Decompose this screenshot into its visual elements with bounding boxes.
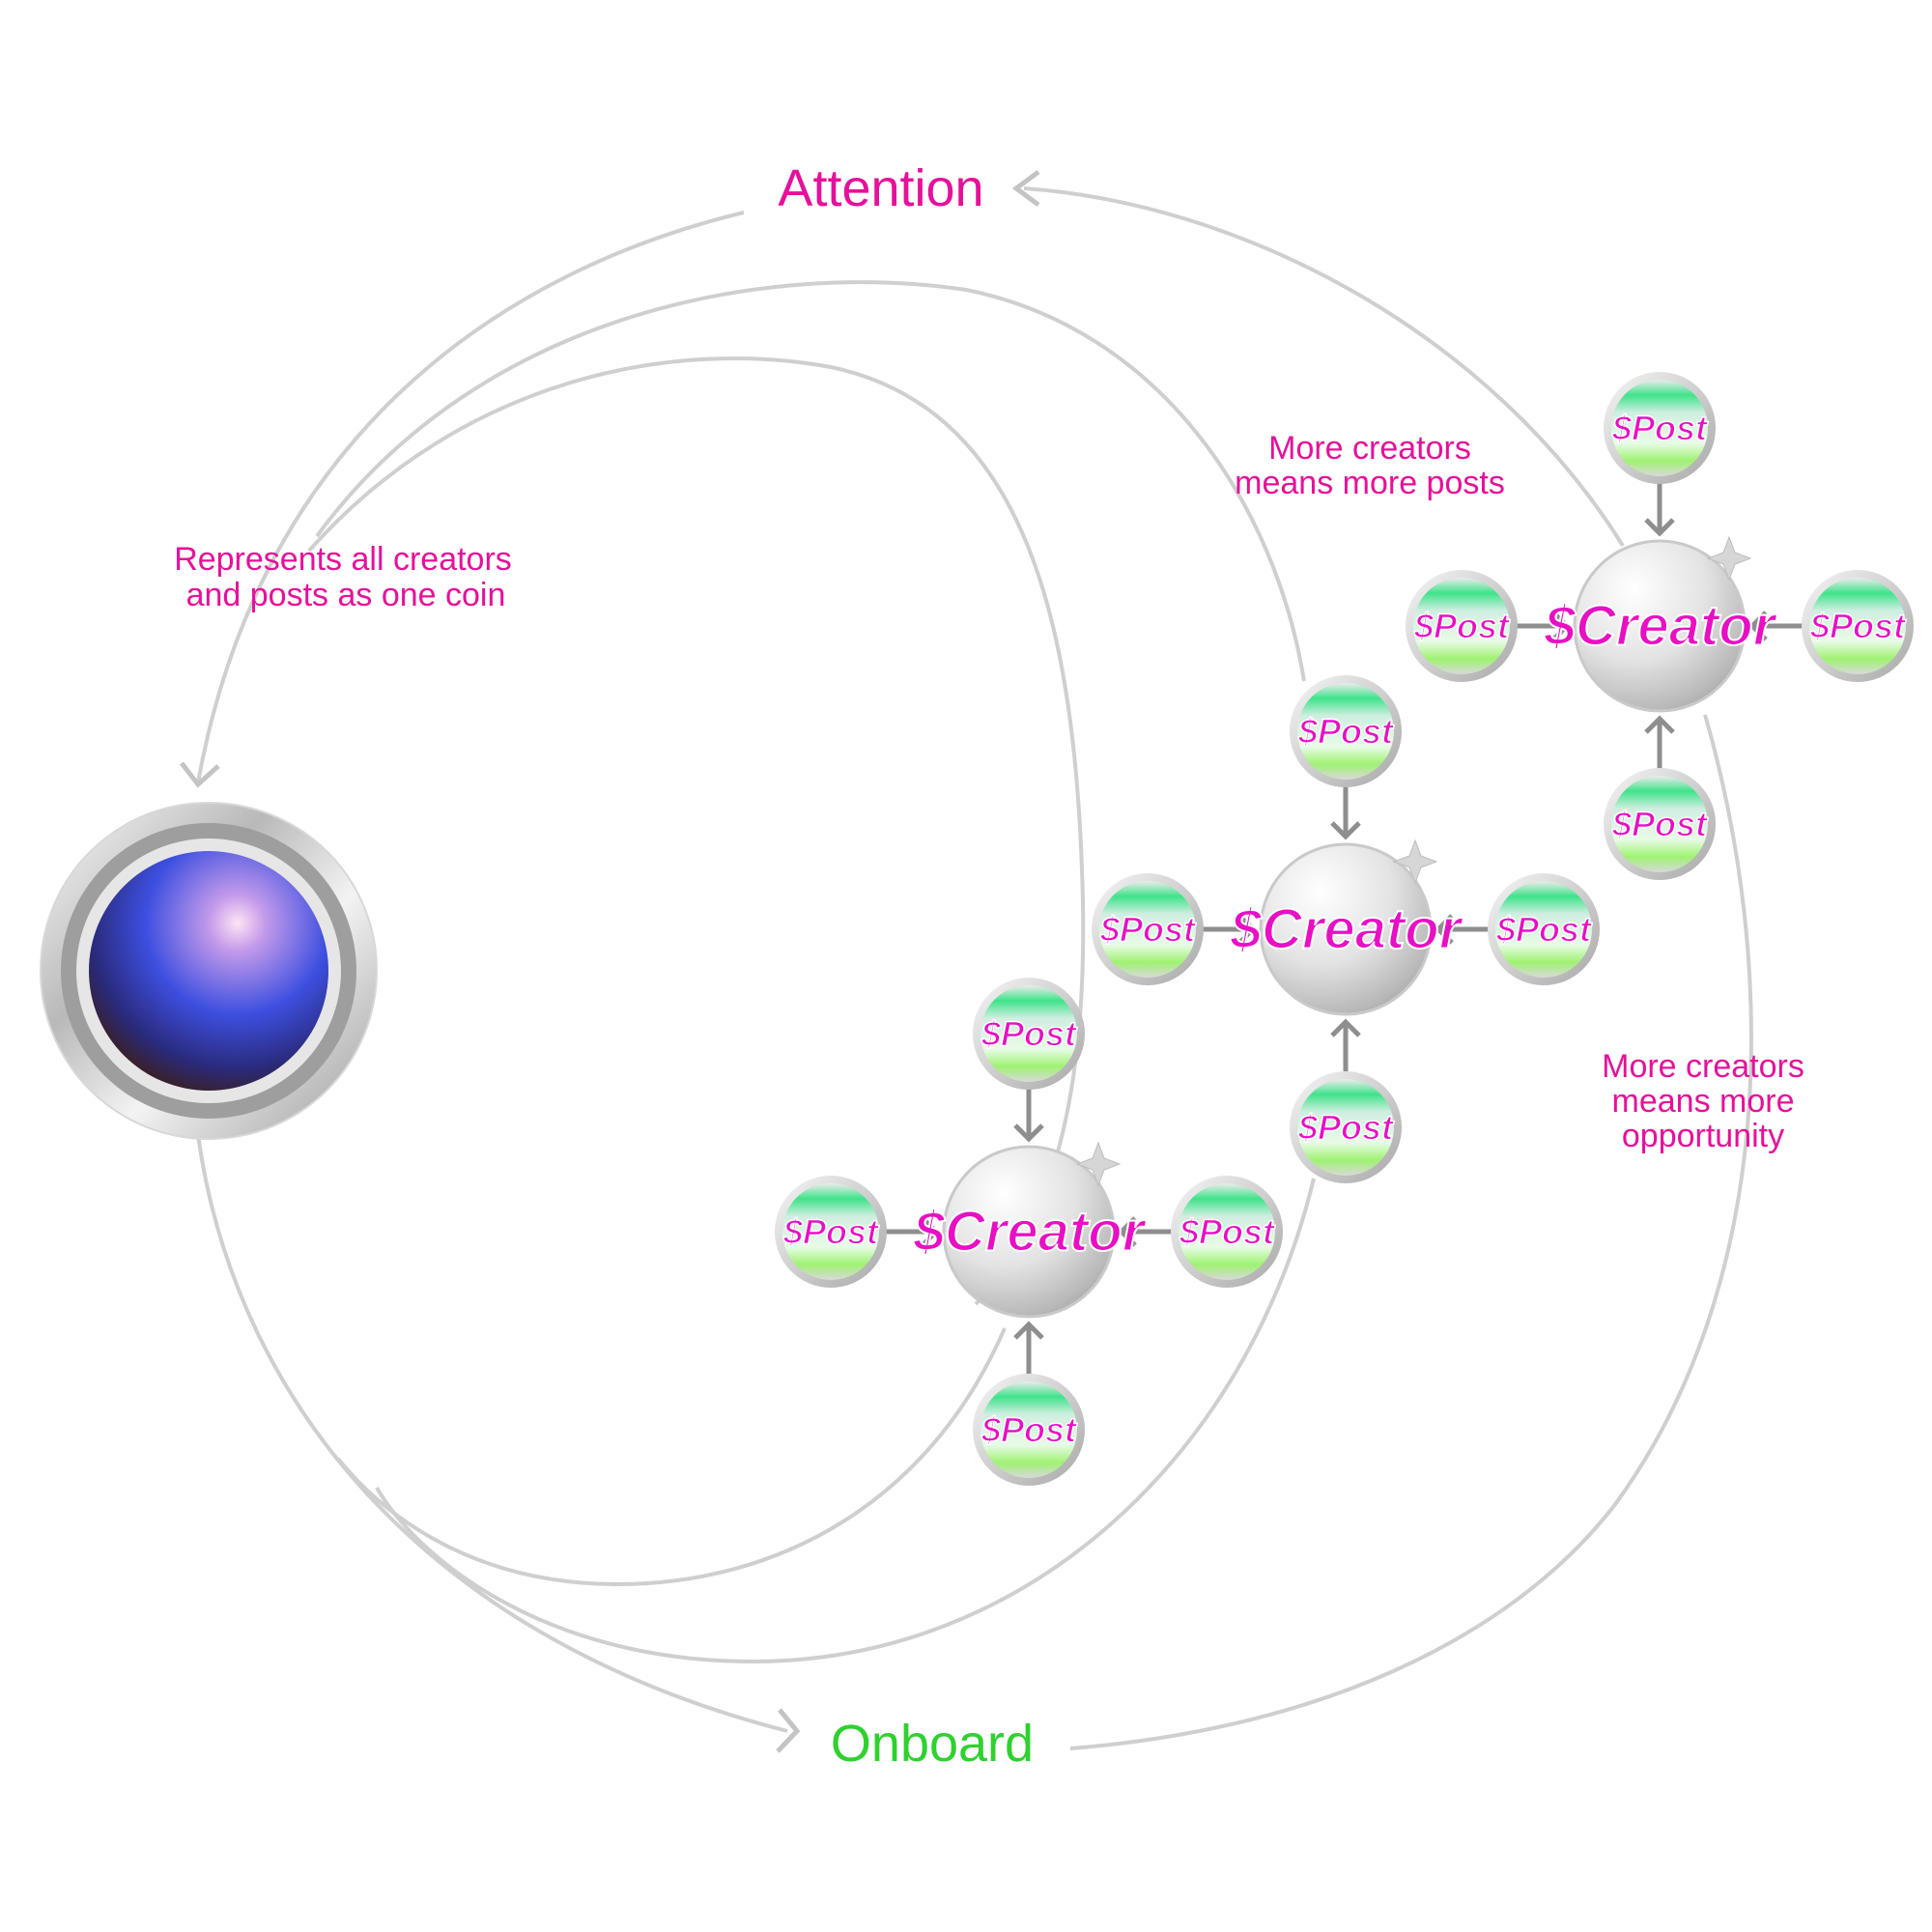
post-coin-left: $Post — [1406, 570, 1518, 682]
arrow-chevron — [921, 1216, 940, 1247]
upper-return-arc — [1069, 714, 1753, 1750]
sparkle-icon — [1075, 1141, 1122, 1187]
flow-arcs — [180, 169, 1753, 1753]
post-coin-left: $Post — [1092, 873, 1204, 985]
sparkle-icon — [1706, 535, 1752, 582]
arrow-chevron — [1237, 914, 1257, 945]
lower-return-arc — [336, 1327, 1007, 1587]
post-coin-face — [1495, 881, 1592, 978]
represents-caption-line-2: and posts as one coin — [186, 577, 506, 613]
post-coin-face — [1099, 881, 1196, 978]
middle-return-arc — [375, 1178, 1316, 1664]
post-coin-face — [782, 1183, 879, 1280]
arrow-chevron — [1013, 1123, 1044, 1143]
post-coin-top: $Post — [1290, 675, 1402, 787]
onboard-arrow-head — [776, 1708, 801, 1753]
more-opportunity-caption-line-1: More creators — [1602, 1048, 1804, 1085]
onboard-label: Onboard — [831, 1715, 1034, 1773]
represents-caption-line-1: Represents all creators — [174, 541, 512, 578]
creator-coin-label: $Creator — [1544, 595, 1778, 658]
creator-coin-body — [1573, 539, 1747, 713]
post-coin-face — [1179, 1183, 1275, 1280]
arrow-chevron — [1013, 1321, 1044, 1340]
post-coin-label: $Post — [1495, 910, 1593, 950]
creator-coin-body — [942, 1145, 1116, 1319]
post-coin-label: $Post — [1611, 805, 1709, 844]
arrow-chevron — [1644, 715, 1675, 734]
post-coin-left: $Post — [775, 1176, 887, 1288]
post-coin-face — [1611, 380, 1708, 476]
attention-return-arc — [1023, 186, 1625, 548]
post-coin-face — [1297, 683, 1394, 780]
arrow-chevron — [1330, 821, 1361, 840]
post-coin-label: $Post — [1297, 712, 1395, 752]
more-posts-caption-line-2: means more posts — [1235, 465, 1505, 501]
more-posts-caption-line-1: More creators — [1268, 430, 1471, 467]
post-coin-label: $Post — [1179, 1212, 1276, 1252]
post-coin-face — [1809, 578, 1906, 674]
creator-coin: $Creator — [912, 1141, 1149, 1319]
post-coin-right: $Post — [1802, 570, 1914, 682]
more-opportunity-caption-line-2: means more — [1612, 1083, 1795, 1120]
post-coin-top: $Post — [973, 978, 1085, 1090]
creator-clusters: $Creator $Post $Post $Post $Post $Creator $Pos… — [775, 372, 1914, 1486]
post-coin-label: $Post — [980, 1014, 1078, 1054]
cluster-middle: $Creator $Post $Post $Post $Post — [1092, 675, 1600, 1183]
more-opportunity-caption-line-3: opportunity — [1622, 1118, 1784, 1154]
post-coin-bottom: $Post — [1290, 1071, 1402, 1183]
post-coin-face — [980, 1381, 1077, 1478]
post-coin-label: $Post — [1099, 910, 1197, 950]
post-coin-label: $Post — [1297, 1108, 1395, 1148]
orb-outer-arc-1 — [315, 280, 1306, 682]
creator-coin-body — [1259, 842, 1433, 1016]
orb-outer-arc-2 — [307, 355, 1086, 1306]
orb-arrow-head — [180, 761, 220, 788]
attention-to-orb-arc — [196, 211, 745, 783]
creator-coin: $Creator — [1543, 535, 1779, 713]
arrow-chevron — [1551, 611, 1571, 641]
arrow-chevron — [1644, 518, 1675, 537]
arrow-chevron — [1330, 1018, 1361, 1037]
post-coin-label: $Post — [1809, 607, 1907, 646]
post-coin-label: $Post — [782, 1212, 880, 1252]
aggregate-coin-orb — [40, 802, 378, 1140]
attention-label: Attention — [778, 159, 983, 217]
post-coin-bottom: $Post — [973, 1374, 1085, 1486]
creator-coin-label: $Creator — [913, 1201, 1148, 1264]
post-coin-right: $Post — [1488, 873, 1600, 985]
cluster-upper: $Creator $Post $Post $Post $Post — [1406, 372, 1914, 880]
creator-coin: $Creator — [1229, 838, 1465, 1016]
post-coin-face — [980, 985, 1077, 1082]
post-coin-face — [1413, 578, 1510, 674]
arrow-chevron — [1748, 611, 1768, 641]
cluster-lower: $Creator $Post $Post $Post $Post — [775, 978, 1283, 1486]
post-coin-face — [1611, 776, 1708, 872]
post-coin-label: $Post — [980, 1410, 1078, 1450]
post-coin-bottom: $Post — [1604, 768, 1716, 880]
sparkle-icon — [1392, 838, 1438, 885]
orb-to-onboard-arc — [196, 1134, 788, 1733]
arrow-chevron — [1435, 914, 1454, 945]
post-coin-label: $Post — [1413, 607, 1511, 646]
creator-coin-label: $Creator — [1230, 898, 1464, 961]
post-coin-top: $Post — [1604, 372, 1716, 484]
attention-arrow-head — [1011, 169, 1040, 208]
post-coin-label: $Post — [1611, 409, 1709, 448]
labels-layer: Attention Onboard Represents all creator… — [174, 159, 1804, 1773]
post-coin-right: $Post — [1171, 1176, 1283, 1288]
post-coin-face — [1297, 1079, 1394, 1176]
arrow-chevron — [1118, 1216, 1137, 1247]
